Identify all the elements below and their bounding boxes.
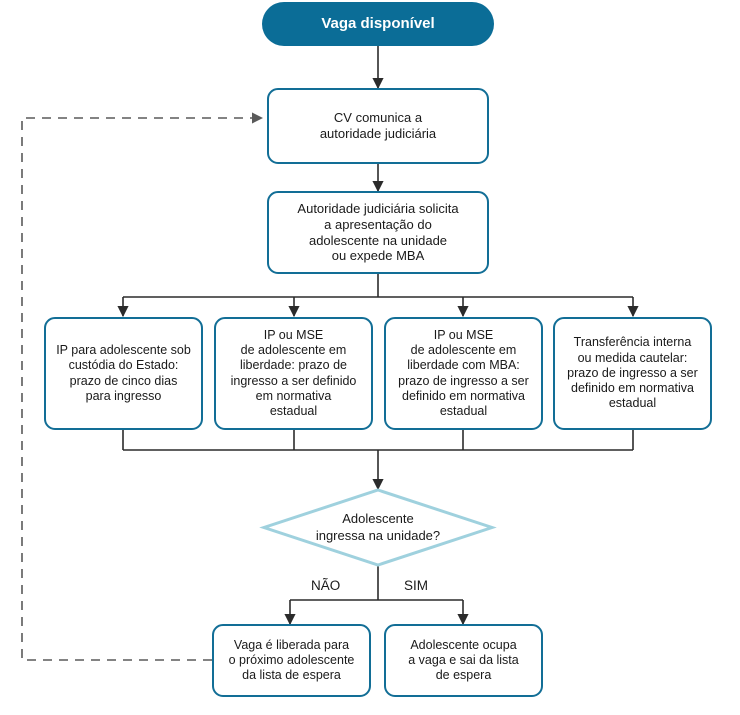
process-node-cv-comunica[interactable]: CV comunica a autoridade judiciária [267, 88, 489, 164]
decision-diamond-shape [259, 488, 497, 567]
decision-node-adolescente-ingressa[interactable]: Adolescente ingressa na unidade? [259, 488, 497, 567]
edge-label-nao: NÃO [311, 578, 341, 593]
branch-node-transferencia-interna[interactable]: Transferência interna ou medida cautelar… [553, 317, 712, 430]
outcome-node-adolescente-ocupa[interactable]: Adolescente ocupa a vaga e sai da lista … [384, 624, 543, 697]
branch-node-ip-mse-liberdade-mba[interactable]: IP ou MSE de adolescente em liberdade co… [384, 317, 543, 430]
start-node-vaga-disponivel[interactable]: Vaga disponível [262, 2, 494, 46]
edge-label-sim: SIM [404, 578, 429, 593]
branch-node-ip-mse-liberdade[interactable]: IP ou MSE de adolescente em liberdade: p… [214, 317, 373, 430]
process-node-autoridade-solicita[interactable]: Autoridade judiciária solicita a apresen… [267, 191, 489, 274]
branch-node-ip-custodia[interactable]: IP para adolescente sob custódia do Esta… [44, 317, 203, 430]
outcome-node-vaga-liberada[interactable]: Vaga é liberada para o próximo adolescen… [212, 624, 371, 697]
decision-node-label: Adolescente ingressa na unidade? [315, 511, 441, 543]
